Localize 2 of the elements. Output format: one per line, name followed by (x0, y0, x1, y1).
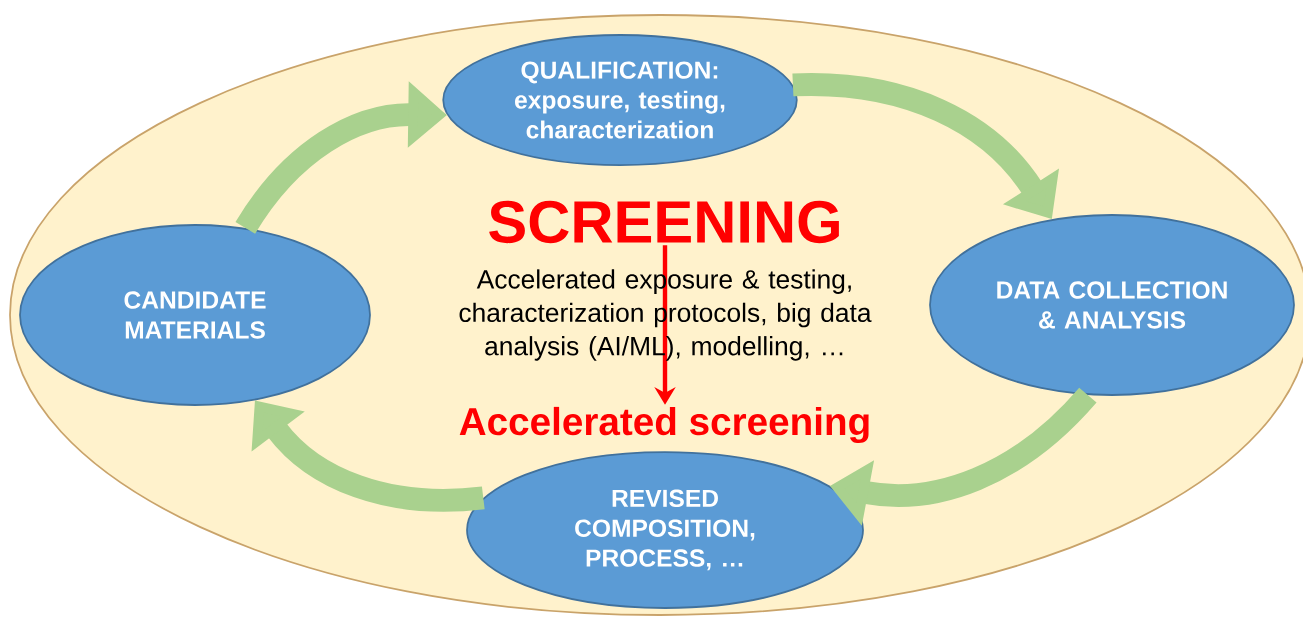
subheading-text: Accelerated screening (459, 406, 869, 444)
heading-text: SCREENING (489, 200, 839, 244)
